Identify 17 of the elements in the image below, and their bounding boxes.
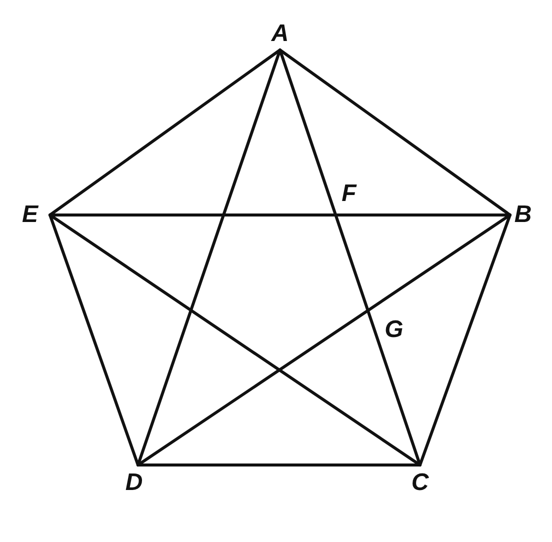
point-label: G	[384, 318, 404, 342]
line-segment	[136, 214, 512, 466]
vertex-label: E	[20, 203, 40, 227]
vertex-label: A	[270, 22, 290, 46]
point-label: F	[340, 182, 358, 206]
vertex-label: C	[410, 471, 430, 495]
line-segment	[136, 464, 422, 466]
line-segment	[418, 214, 512, 466]
line-segment	[48, 48, 282, 216]
line-segment	[278, 48, 512, 216]
line-segment	[278, 48, 422, 466]
line-segment	[48, 214, 422, 466]
vertex-label: D	[124, 471, 144, 495]
vertex-label: B	[513, 203, 533, 227]
line-segment	[136, 48, 282, 466]
line-segment	[48, 214, 140, 466]
line-segment	[48, 214, 512, 216]
